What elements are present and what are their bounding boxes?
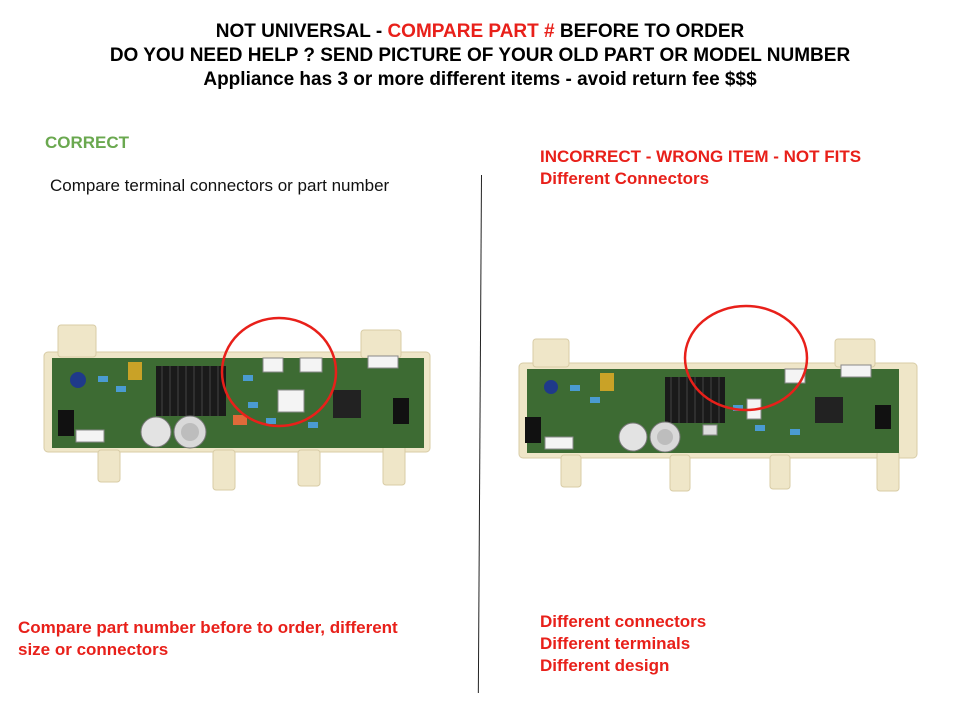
correct-board-capacitors	[70, 372, 207, 449]
header: NOT UNIVERSAL - COMPARE PART # BEFORE TO…	[0, 20, 960, 92]
header-line-2: DO YOU NEED HELP ? SEND PICTURE OF YOUR …	[109, 45, 851, 66]
incorrect-board-image	[518, 338, 918, 492]
header-line-1-suffix: BEFORE TO ORDER	[554, 21, 745, 42]
incorrect-notes: Different connectors Different terminals…	[540, 611, 706, 677]
header-line-3: Appliance has 3 or more different items …	[203, 69, 757, 90]
correct-board-connectors	[58, 355, 409, 443]
correct-note: Compare part number before to order, dif…	[18, 617, 398, 661]
incorrect-note-design: Different design	[540, 656, 670, 675]
correct-board-pcb	[52, 358, 424, 448]
correct-board-image	[43, 324, 431, 491]
incorrect-board-capacitors	[544, 380, 681, 453]
correct-highlight-circle	[220, 316, 338, 428]
incorrect-board-connectors	[525, 364, 891, 450]
incorrect-note-connectors: Different connectors	[540, 612, 707, 631]
correct-subtitle: Compare terminal connectors or part numb…	[50, 176, 390, 195]
correct-note-line-1: Compare part number before to order, dif…	[18, 618, 398, 637]
correct-board-small-parts	[98, 362, 318, 428]
header-line-1-highlight: COMPARE PART #	[387, 21, 555, 42]
header-line-1-prefix: NOT UNIVERSAL -	[215, 21, 388, 42]
incorrect-highlight-circle	[683, 304, 809, 412]
incorrect-label: INCORRECT - WRONG ITEM - NOT FITS Differ…	[540, 146, 861, 190]
incorrect-label-line-1: INCORRECT - WRONG ITEM - NOT FITS	[540, 147, 862, 166]
correct-label: CORRECT	[45, 133, 130, 152]
header-line-1: NOT UNIVERSAL - COMPARE PART # BEFORE TO…	[0, 20, 960, 44]
incorrect-note-terminals: Different terminals	[540, 634, 691, 653]
incorrect-board-small-parts	[570, 373, 800, 435]
correct-board-heatsink	[156, 366, 226, 416]
correct-note-line-2: size or connectors	[18, 640, 169, 659]
incorrect-label-line-2: Different Connectors	[540, 169, 710, 188]
